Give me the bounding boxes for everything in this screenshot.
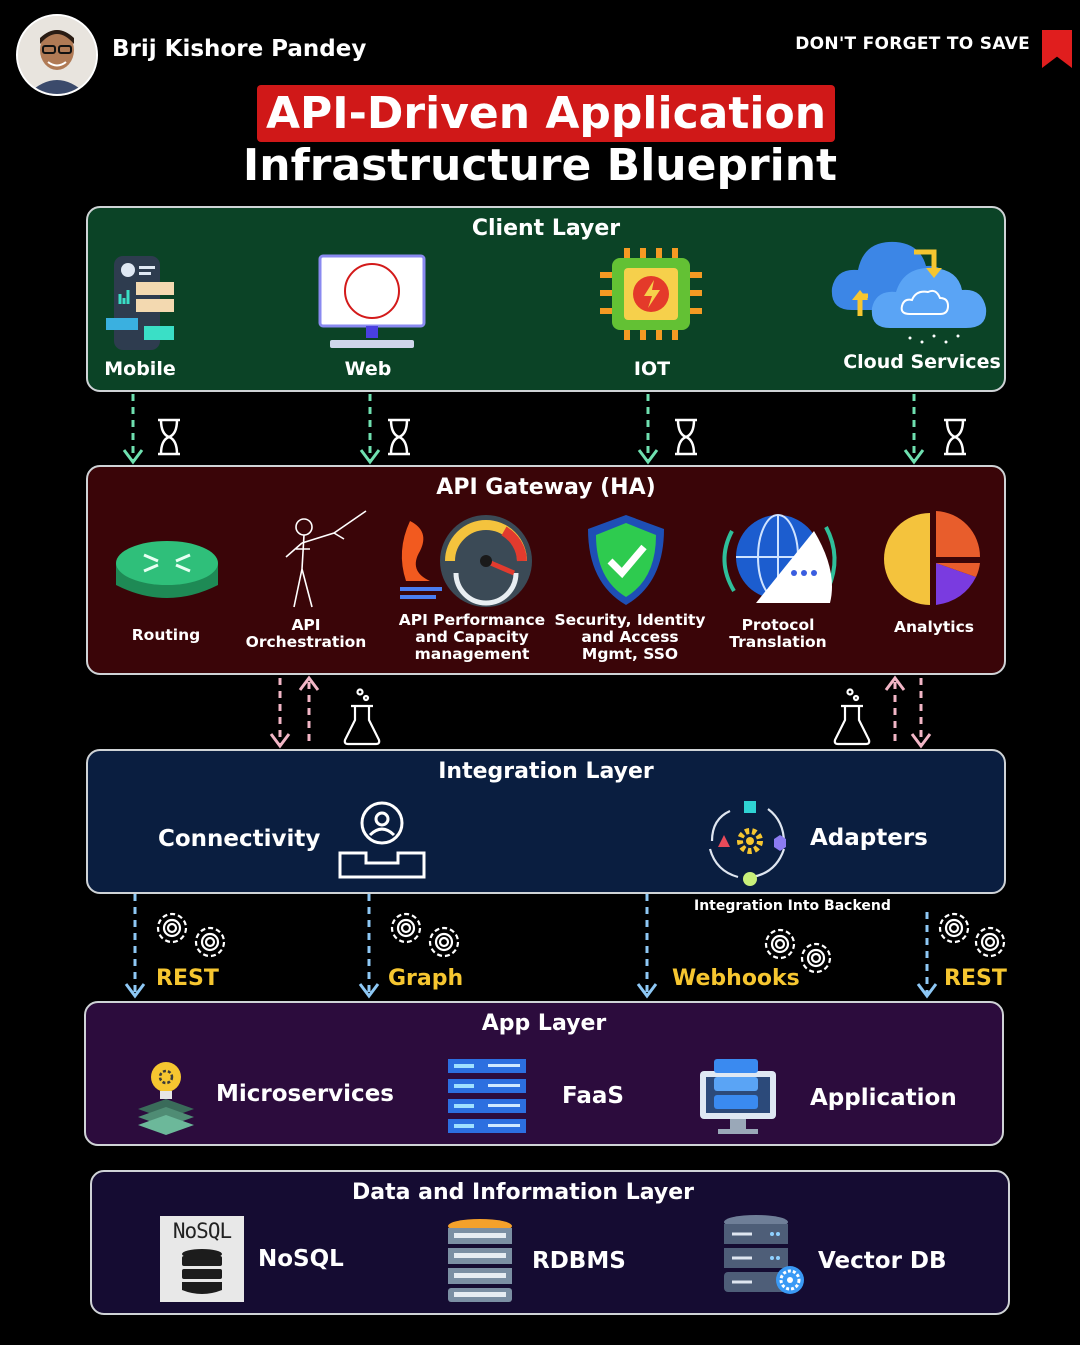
protocol-rest-1: REST: [156, 966, 219, 991]
gateway-item-orchestration: API Orchestration: [245, 616, 367, 651]
gears-icon: [156, 912, 1006, 974]
conductor-icon: [285, 510, 367, 608]
app-layer: App Layer Microservices FaaS Application: [84, 1001, 1004, 1146]
save-reminder: DON'T FORGET TO SAVE: [795, 34, 1030, 54]
iot-chip-icon: [600, 248, 702, 340]
adapters-label: Adapters: [810, 825, 928, 851]
gateway-integration-arrows: [269, 675, 932, 749]
user-connect-icon: [338, 801, 426, 879]
author-name: Brij Kishore Pandey: [112, 36, 367, 62]
vector-db-icon: [724, 1215, 804, 1294]
flask-icon: [343, 688, 871, 746]
adapters-cycle-icon: [708, 801, 786, 886]
client-item-mobile: Mobile: [104, 358, 176, 380]
title-line-2: Infrastructure Blueprint: [242, 140, 838, 191]
gateway-item-security: Security, Identity and Access Mgmt, SSO: [554, 611, 706, 663]
globe-chat-icon: [722, 514, 837, 603]
web-monitor-icon: [318, 254, 426, 348]
rdbms-icon: [448, 1219, 512, 1302]
integration-note: Integration Into Backend: [694, 898, 891, 914]
client-gateway-arrows: [122, 394, 966, 465]
client-layer-title: Client Layer: [471, 216, 621, 241]
integration-layer: Integration Layer Connectivity Adapters: [86, 749, 1006, 894]
gateway-item-analytics: Analytics: [893, 618, 975, 636]
protocol-webhooks: Webhooks: [672, 966, 800, 991]
gateway-layer-title: API Gateway (HA): [436, 475, 656, 500]
speedometer-icon: [400, 515, 532, 607]
microservice-bulb-icon: [138, 1062, 194, 1135]
nosql-db-icon: NoSQL: [160, 1216, 244, 1302]
mobile-icon: [106, 256, 174, 350]
cloud-sync-icon: [831, 241, 987, 344]
app-item-faas: FaaS: [562, 1083, 624, 1109]
data-item-vector-db: Vector DB: [818, 1248, 947, 1274]
integration-layer-title: Integration Layer: [438, 759, 654, 784]
app-layer-title: App Layer: [481, 1011, 607, 1036]
app-item-application: Application: [810, 1085, 957, 1111]
server-rack-icon: [448, 1059, 526, 1133]
data-item-rdbms: RDBMS: [532, 1248, 626, 1274]
protocol-graph: Graph: [388, 966, 464, 991]
gateway-item-protocol: Protocol Translation: [729, 616, 827, 651]
data-layer-title: Data and Information Layer: [352, 1180, 694, 1205]
client-item-web: Web: [344, 358, 392, 380]
gateway-layer: API Gateway (HA): [86, 465, 1006, 675]
router-icon: [116, 541, 218, 598]
client-item-iot: IOT: [633, 358, 671, 380]
gateway-item-routing: Routing: [131, 626, 201, 644]
protocol-rest-2: REST: [944, 966, 1007, 991]
data-layer: Data and Information Layer NoSQL NoSQL R…: [90, 1170, 1010, 1315]
gateway-item-performance: API Performance and Capacity management: [398, 611, 546, 663]
connectivity-label: Connectivity: [158, 826, 321, 852]
client-layer: Client Layer: [86, 206, 1006, 392]
shield-check-icon: [588, 515, 664, 605]
desktop-stack-icon: [700, 1059, 776, 1134]
title-line-1: API-Driven Application: [257, 85, 835, 142]
bookmark-icon[interactable]: [1042, 30, 1072, 68]
app-item-microservices: Microservices: [216, 1081, 394, 1107]
pie-chart-icon: [884, 511, 980, 605]
data-item-nosql: NoSQL: [258, 1246, 344, 1272]
integration-app-arrows: [124, 894, 938, 999]
hourglass-icon: [158, 418, 966, 456]
avatar: [16, 14, 98, 96]
client-item-cloud: Cloud Services: [843, 351, 1001, 373]
